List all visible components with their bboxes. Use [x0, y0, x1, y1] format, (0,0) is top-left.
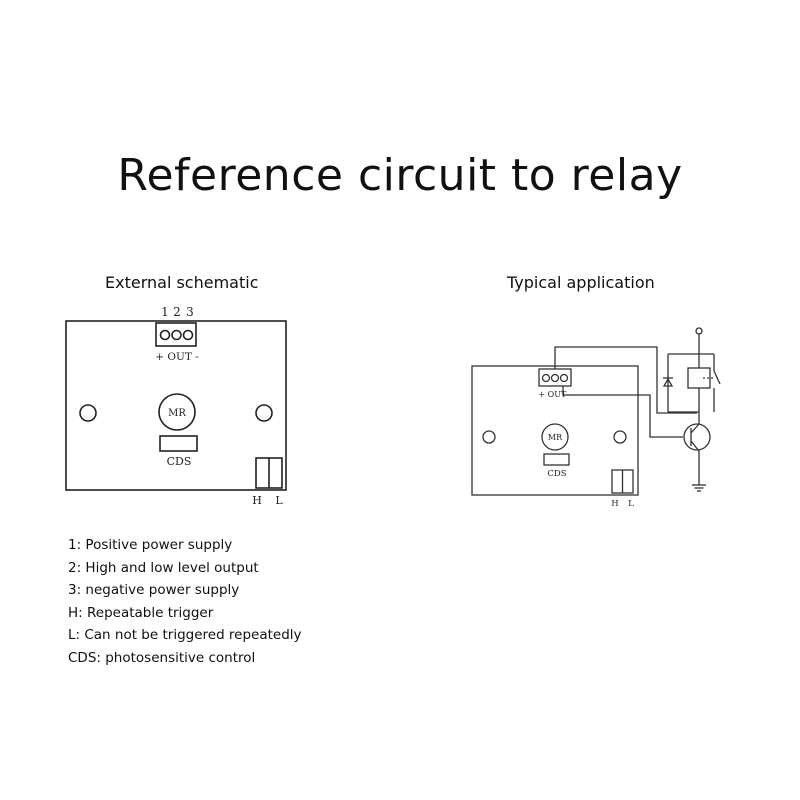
pin-3-hole	[182, 329, 194, 341]
legend-item: 1: Positive power supply	[68, 537, 233, 553]
app-mount-hole-right	[613, 430, 627, 444]
app-mount-hole-left	[482, 430, 496, 444]
mr-label: MR	[168, 408, 186, 419]
app-pin-connector	[538, 368, 572, 387]
pin-2-hole	[171, 329, 182, 341]
legend-item: CDS: photosensitive control	[68, 649, 256, 666]
transistor	[683, 423, 711, 451]
board-outline	[65, 320, 287, 491]
app-mr-sensor	[541, 423, 569, 451]
legend-item: 3: negative power supply	[68, 582, 240, 598]
app-pin-3-hole	[559, 373, 569, 383]
app-cds-component	[543, 453, 570, 466]
app-h-label: H	[611, 499, 618, 509]
typical-application-heading: Typical application	[507, 273, 655, 292]
pin-connector	[155, 322, 197, 347]
typical-application	[471, 327, 721, 496]
app-cds-label: CDS	[547, 469, 566, 479]
cds-label: CDS	[167, 455, 192, 468]
typical-application-labels: + OUT - MR CDS H L	[538, 390, 634, 509]
transistor-collector	[690, 423, 700, 434]
cds-component	[159, 435, 198, 452]
app-mr-label: MR	[548, 433, 563, 442]
h-label: H	[252, 494, 262, 507]
external-schematic-labels: 1 2 3 + OUT - MR CDS H L	[155, 305, 283, 507]
app-pin-function-label: + OUT -	[538, 390, 571, 399]
contact-arm	[713, 370, 721, 385]
page-title: Reference circuit to relay	[117, 150, 683, 201]
diode-symbol	[662, 377, 674, 387]
pin-2-number: 2	[173, 305, 181, 319]
pin-3-number: 3	[186, 305, 194, 319]
app-l-label: L	[628, 499, 634, 509]
external-schematic	[65, 320, 287, 491]
legend-item: 2: High and low level output	[68, 559, 259, 576]
app-pin-2-hole	[550, 373, 560, 383]
signal-wire	[562, 386, 683, 438]
transistor-emitter	[690, 440, 700, 452]
relay-coil	[687, 367, 711, 389]
mount-hole-left	[79, 404, 97, 422]
mount-hole-right	[255, 404, 273, 422]
legend-item: H: Repeatable trigger	[68, 604, 214, 621]
pin-function-label: + OUT -	[155, 351, 199, 363]
mr-sensor	[158, 393, 196, 431]
vcc-wire	[554, 346, 697, 414]
external-schematic-heading: External schematic	[105, 273, 259, 292]
supply-terminal	[695, 327, 703, 335]
legend-item: L: Can not be triggered repeatedly	[68, 627, 302, 643]
pin-1-number: 1	[161, 305, 169, 319]
app-pin-1-hole	[541, 373, 551, 383]
pin-1-hole	[159, 329, 171, 341]
l-label: L	[275, 494, 283, 507]
pin-legend: 1: Positive power supply 2: High and low…	[68, 534, 302, 669]
